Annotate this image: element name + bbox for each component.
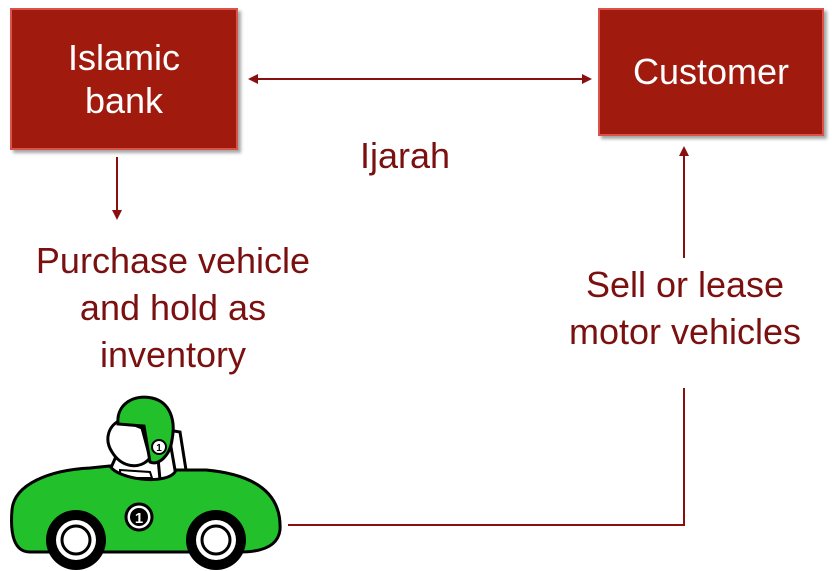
helmet-badge xyxy=(151,439,167,455)
helmet-number: 1 xyxy=(156,443,162,454)
sell-or-lease-label: Sell or lease motor vehicles xyxy=(568,264,802,352)
islamic-bank-label: Islamic bank xyxy=(67,36,180,121)
customer-label: Customer xyxy=(632,51,790,93)
ijarah-label: Ijarah xyxy=(359,135,451,176)
purchase-vehicle-label: Purchase vehicle and hold as inventory xyxy=(35,240,311,375)
customer-box: Customer xyxy=(598,8,824,136)
car-number: 1 xyxy=(135,510,143,527)
driver-face xyxy=(106,418,152,468)
car-to-customer-connector xyxy=(288,388,685,526)
front-wheel xyxy=(186,510,246,570)
rear-wheel xyxy=(46,510,106,570)
islamic-bank-box: Islamic bank xyxy=(10,8,238,150)
